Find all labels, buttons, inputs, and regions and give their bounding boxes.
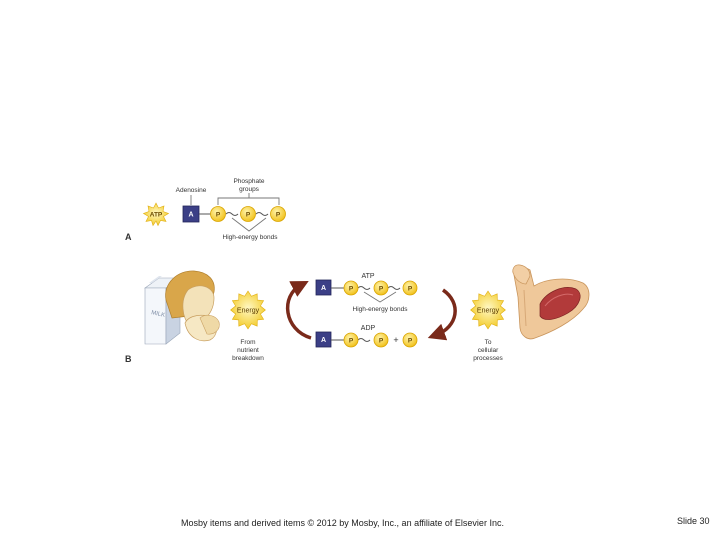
energy-out-burst-icon [470, 290, 506, 330]
energy-out-label: Energy [477, 308, 500, 315]
atp-phosphate-2-symbol: P [379, 286, 384, 293]
from-label-line3: breakdown [232, 355, 264, 362]
phosphate-bracket [217, 193, 280, 205]
to-label-line2: cellular [478, 347, 499, 354]
from-label-line2: nutrient [237, 347, 259, 354]
atp-adenosine-symbol: A [321, 285, 326, 292]
atp-phosphate-1-symbol: P [349, 286, 354, 293]
high-energy-bond-1 [225, 212, 239, 216]
free-phosphate [402, 332, 418, 348]
atp-phosphate-3-symbol: P [408, 286, 413, 293]
phosphate-3 [270, 206, 286, 222]
bonds-label-b: High-energy bonds [353, 306, 409, 313]
adp-plus-sign: + [393, 335, 398, 345]
atp-label: ATP [361, 273, 374, 280]
from-label-line1: From [240, 339, 255, 346]
free-phosphate-symbol: P [408, 338, 413, 345]
adp-phosphate-2 [373, 332, 389, 348]
part-b-letter: B [125, 354, 132, 364]
atp-badge-label: ATP [150, 212, 163, 219]
slide-number: Slide 30 [677, 516, 710, 526]
right-cycle-arrow [427, 288, 457, 341]
bonds-label-a: High-energy bonds [223, 234, 279, 241]
bread-icon [165, 270, 220, 342]
atp-phosphate-3 [402, 280, 418, 296]
atp-high-energy-bond-2 [387, 286, 401, 290]
adenosine-label: Adenosine [176, 187, 207, 194]
part-a-letter: A [125, 232, 132, 242]
energy-in-label: Energy [237, 308, 260, 315]
to-label-line1: To [485, 339, 492, 346]
copyright-footer: Mosby items and derived items © 2012 by … [181, 518, 504, 528]
flexed-arm-muscle-icon [512, 264, 590, 340]
phosphate-1-symbol: P [216, 212, 221, 219]
adenosine-symbol: A [188, 212, 193, 219]
adp-phosphate-1-symbol: P [349, 338, 354, 345]
phosphate-1 [210, 206, 226, 222]
part-b: B MILK Energy From nutrient breakdown AT… [125, 264, 590, 364]
atp-bonds-pointer [363, 291, 397, 303]
left-cycle-arrow [285, 280, 312, 340]
phosphate-3-symbol: P [276, 212, 281, 219]
to-label-line3: processes [473, 355, 503, 362]
atp-high-energy-bond-1 [357, 286, 371, 290]
atp-phosphate-2 [373, 280, 389, 296]
atp-badge-burst-icon [142, 202, 170, 227]
adp-high-energy-bond [357, 338, 371, 342]
adp-adenosine-symbol: A [321, 337, 326, 344]
atp-phosphate-1 [343, 280, 359, 296]
phosphate-label-line1: Phosphate [233, 178, 264, 185]
adp-phosphate-2-symbol: P [379, 338, 384, 345]
phosphate-2-symbol: P [246, 212, 251, 219]
adp-label: ADP [361, 325, 376, 332]
bonds-pointer [231, 217, 267, 232]
part-a: A ATP Adenosine Phosphate groups A P P P… [125, 178, 286, 242]
high-energy-bond-2 [255, 212, 269, 216]
energy-in-burst-icon [230, 290, 266, 330]
milk-carton-label: MILK [151, 310, 166, 319]
adp-phosphate-1 [343, 332, 359, 348]
phosphate-label-line2: groups [239, 186, 260, 193]
phosphate-2 [240, 206, 256, 222]
